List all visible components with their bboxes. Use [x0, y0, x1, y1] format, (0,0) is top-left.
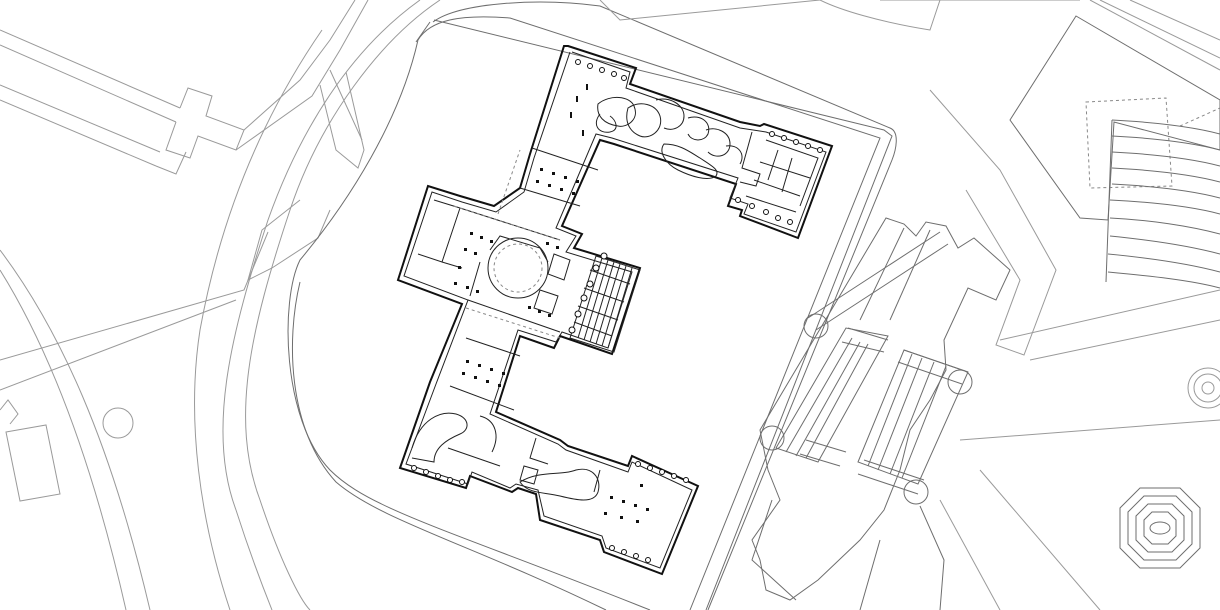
- context-pavilions: [1119, 367, 1220, 569]
- piers-bottom: [462, 360, 649, 523]
- colonnade-top: [575, 59, 823, 225]
- colonnade-stair: [568, 252, 608, 334]
- building-plinth: [415, 19, 893, 610]
- piers-top: [536, 84, 588, 195]
- colonnade-bottom: [411, 461, 689, 563]
- context-amphitheatre: [1009, 15, 1220, 289]
- piers-hall: [454, 232, 559, 317]
- context-grand-stair: [751, 217, 1011, 610]
- building-floor-plan: [396, 45, 834, 576]
